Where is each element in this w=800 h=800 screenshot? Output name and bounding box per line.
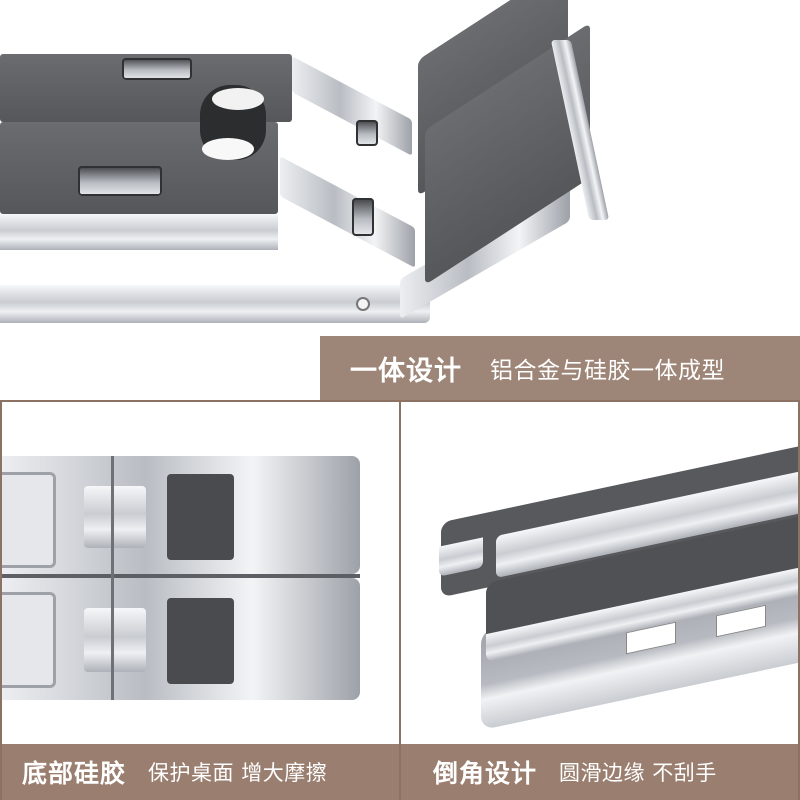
panel-chamfer-design: 倒角设计 圆滑边缘 不刮手 [400,400,800,800]
lower-plate-slot [78,166,162,196]
plate-chrome-edge [0,214,278,250]
banner-title: 一体设计 [350,355,462,387]
upper-hinge [84,486,146,548]
upper-recess [2,472,56,568]
base-rail-pin [356,297,370,311]
top-product-photo [0,0,800,336]
caption-title: 倒角设计 [433,759,538,788]
hinge-seam [111,456,114,700]
hinge-window-lower [352,198,374,236]
banner-subtitle: 铝合金与硅胶一体成型 [490,358,725,384]
lower-hinge [84,608,146,672]
bar-gap [2,574,360,578]
lower-silicone-pad [167,598,234,684]
upper-silicone-pad [167,474,234,560]
hinge-knob-top [212,88,264,110]
panel-bottom-silicone: 底部硅胶 保护桌面 增大摩擦 [0,400,400,800]
lower-recess [2,592,56,688]
hinge-window-upper [356,120,378,146]
lower-hinge-arm [280,156,415,268]
caption-subtitle: 圆滑边缘 不刮手 [559,761,717,785]
underside-photo [2,402,399,746]
caption-bar-bottom-silicone: 底部硅胶 保护桌面 增大摩擦 [2,744,399,800]
caption-bar-chamfer: 倒角设计 圆滑边缘 不刮手 [401,744,798,800]
hinge-knob-bottom [202,138,254,160]
feature-banner: 一体设计 铝合金与硅胶一体成型 [320,336,800,400]
chamfer-photo [401,402,798,746]
caption-title: 底部硅胶 [22,759,127,788]
upper-plate-slot [122,58,192,80]
caption-subtitle: 保护桌面 增大摩擦 [148,761,328,785]
upper-hinge-arm [292,56,412,156]
